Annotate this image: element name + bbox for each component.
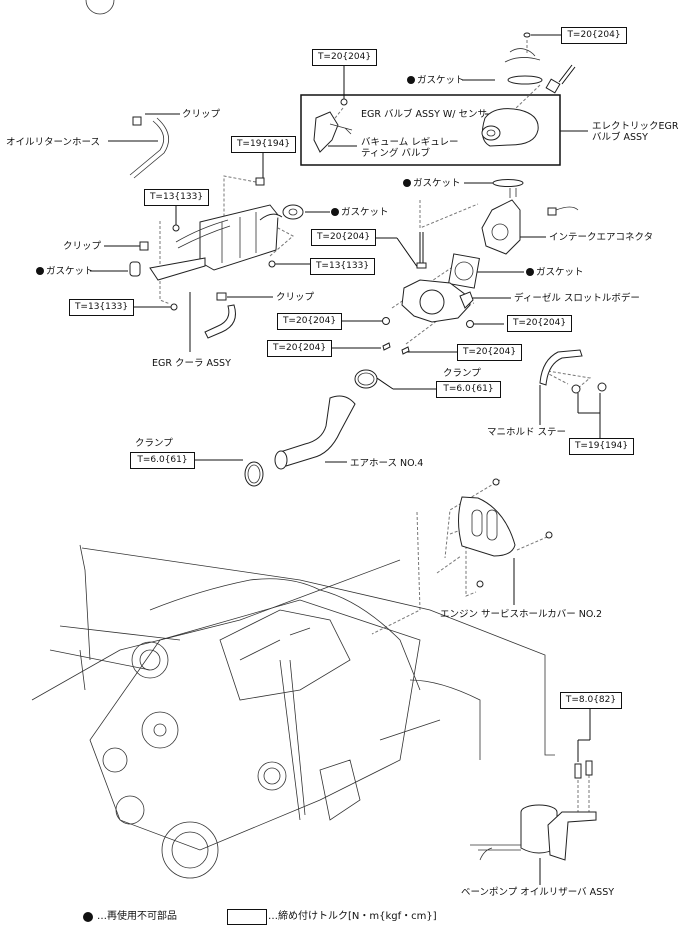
torque-label-cooler-bolt-right: T=13{133}	[310, 258, 375, 275]
legend-torque-box-icon	[227, 909, 267, 925]
part-label-vacuum-regulating-valve: バキューム レギュレーティング バルブ	[361, 137, 459, 159]
egr-cooler-shape	[149, 204, 304, 281]
torque-label-throttle-bolt-right: T=20{204}	[457, 344, 522, 361]
clip-left-shape	[139, 241, 149, 251]
egr-valve-group-frame	[300, 94, 561, 166]
cooler-bolt-top	[255, 177, 265, 186]
clamp-upper-shape	[354, 369, 378, 389]
part-label-gasket-lower-valve: ガスケット	[403, 178, 461, 189]
throttle-body-shape	[401, 279, 474, 323]
gasket-upper-shape	[507, 75, 543, 85]
part-label-vane-pump-reservoir: ベーンポンプ オイルリザーバ ASSY	[461, 887, 615, 898]
vane-pump-reservoir-shape	[470, 760, 597, 861]
cooler-nut-top	[172, 224, 180, 232]
non-reusable-dot-icon	[403, 179, 411, 187]
non-reusable-dot-icon	[36, 267, 44, 275]
torque-label-clamp-upper: T=6.0{61}	[436, 381, 501, 398]
egr-valve-shape	[481, 108, 539, 147]
part-label-clip-top: クリップ	[182, 109, 221, 120]
part-label-clamp-upper: クランプ	[443, 368, 481, 379]
torque-label-vacuum-valve: T=20{204}	[312, 49, 377, 66]
part-label-gasket-cooler-flange: ガスケット	[331, 207, 389, 218]
torque-label-clamp-lower: T=6.0{61}	[130, 452, 195, 469]
non-reusable-dot-icon	[526, 268, 534, 276]
clip-lower-shape	[216, 292, 227, 301]
part-label-egr-valve-sensor: EGR バルブ ASSY W/ センサ	[361, 109, 488, 120]
torque-label-long-bolt: T=20{204}	[311, 229, 376, 246]
torque-label-cooler-nut-top: T=13{133}	[144, 189, 209, 206]
torque-label-egr-top-nut: T=20{204}	[561, 27, 627, 44]
throttle-nut-right	[466, 320, 474, 328]
engine-assembly-drawing	[31, 0, 555, 879]
torque-label-reservoir: T=8.0{82}	[560, 692, 622, 709]
torque-label-throttle-nut-left: T=20{204}	[277, 313, 342, 330]
air-hose-shape	[274, 395, 356, 470]
part-label-manifold-stay: マニホルド ステー	[487, 427, 567, 438]
torque-label-cooler-bolt: T=19{194}	[231, 136, 296, 153]
small-hose-shape	[204, 304, 236, 339]
gasket-left-shape	[129, 261, 141, 277]
throttle-bolt-left	[382, 342, 391, 351]
service-hole-cover-shape	[458, 478, 553, 588]
legend-non-reusable-text: …再使用不可部品	[97, 911, 177, 922]
egr-sensor-connector	[545, 64, 576, 94]
throttle-nut-left	[382, 317, 390, 325]
part-label-clip-lower: クリップ	[276, 292, 315, 303]
torque-label-cooler-nut-bottom: T=13{133}	[69, 299, 134, 316]
part-label-clip-left: クリップ	[63, 241, 102, 252]
non-reusable-dot-icon	[331, 208, 339, 216]
part-label-air-hose-no4: エアホース NO.4	[350, 458, 424, 469]
part-label-oil-return-hose: オイルリターンホース	[6, 137, 101, 148]
cooler-nut-bottom	[170, 303, 178, 311]
part-label-gasket-upper: ガスケット	[407, 75, 465, 86]
part-label-gasket-throttle: ガスケット	[526, 267, 584, 278]
part-label-egr-cooler-assy: EGR クーラ ASSY	[152, 358, 231, 369]
manifold-stay-shape	[539, 349, 607, 394]
oil-return-hose-shape	[129, 116, 170, 179]
throttle-gasket-shape	[448, 253, 480, 289]
legend-non-reusable-dot-icon	[83, 912, 93, 922]
part-label-diesel-throttle-body: ディーゼル スロットルボデー	[514, 293, 640, 304]
torque-label-manifold-stay: T=19{194}	[569, 438, 634, 455]
vacuum-regulating-valve-shape	[313, 98, 353, 153]
clamp-lower-shape	[244, 461, 264, 487]
torque-label-throttle-nut-right: T=20{204}	[507, 315, 572, 332]
cooler-bolt-right	[268, 260, 276, 268]
legend-torque-text: …締め付けトルク[N・m{kgf・cm}]	[268, 911, 437, 922]
part-label-gasket-left: ガスケット	[36, 266, 94, 277]
non-reusable-dot-icon	[407, 76, 415, 84]
torque-label-throttle-bolt-left: T=20{204}	[267, 340, 332, 357]
intake-air-connector-shape	[481, 188, 579, 255]
part-label-service-hole-cover: エンジン サービスホールカバー NO.2	[440, 609, 603, 620]
throttle-bolt-right	[401, 346, 410, 355]
part-label-intake-air-connector: インテークエアコネクタ	[549, 232, 654, 243]
gasket-lower-valve-shape	[492, 179, 524, 187]
long-bolt-shape	[416, 232, 427, 269]
top-nut	[504, 32, 541, 63]
part-label-clamp-lower: クランプ	[135, 438, 173, 449]
